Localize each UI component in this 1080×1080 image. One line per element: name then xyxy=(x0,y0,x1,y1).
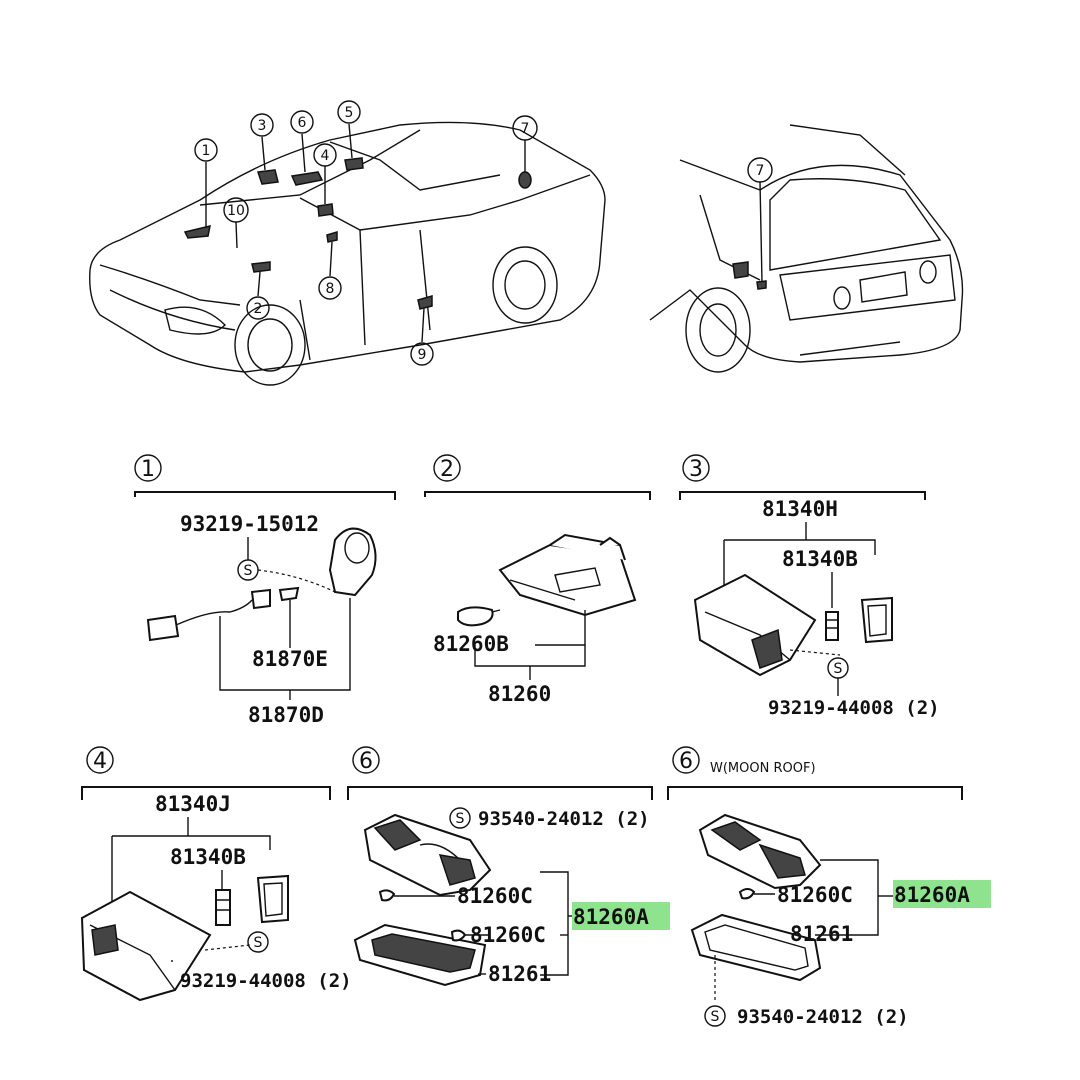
screw-icon-label: S xyxy=(834,661,843,677)
svg-text:81340B: 81340B xyxy=(782,547,858,571)
panel-2: 2 81260B 81260 xyxy=(424,454,651,706)
panel-3: 3 81340H 81340B S 93219-44008 (2) xyxy=(679,454,940,719)
svg-text:4: 4 xyxy=(321,148,330,164)
svg-text:2: 2 xyxy=(440,457,454,482)
svg-text:93219-44008 (2): 93219-44008 (2) xyxy=(768,697,940,719)
screw-icon-label: S xyxy=(254,935,263,951)
front-car-illustration xyxy=(89,121,606,386)
screw-icon-label: S xyxy=(456,811,465,827)
svg-text:81870E: 81870E xyxy=(252,647,328,671)
overview-callout-4: 4 xyxy=(313,143,337,167)
svg-text:4: 4 xyxy=(93,749,107,774)
svg-text:81340H: 81340H xyxy=(762,497,838,521)
rear-callout-7: 7 xyxy=(747,157,773,183)
screw-icon-label: S xyxy=(244,563,253,579)
rear-car-illustration xyxy=(649,124,964,373)
svg-text:81340B: 81340B xyxy=(170,845,246,869)
overview-callout-2: 2 xyxy=(246,296,270,320)
svg-text:7: 7 xyxy=(521,121,530,137)
overview-callout-7: 7 xyxy=(512,115,538,141)
svg-text:6: 6 xyxy=(679,749,693,774)
svg-text:93540-24012 (2): 93540-24012 (2) xyxy=(737,1006,909,1028)
screw-icon xyxy=(247,931,269,953)
panel-6: 6 S 93540-24012 (2) 81260C 81260C 81261 … xyxy=(347,746,670,987)
part-81260A-right: 81260A xyxy=(894,883,970,907)
overview-callout-9: 9 xyxy=(410,342,434,366)
svg-text:93540-24012 (2): 93540-24012 (2) xyxy=(478,808,650,830)
overview-callout-1: 1 xyxy=(194,138,218,162)
svg-text:9: 9 xyxy=(418,347,427,363)
svg-text:81260: 81260 xyxy=(488,682,551,706)
svg-text:1: 1 xyxy=(141,457,155,482)
svg-text:81260C: 81260C xyxy=(470,923,546,947)
svg-text:81260C: 81260C xyxy=(777,883,853,907)
panel-1: 1 93219-15012 S 81870E 81870D xyxy=(134,454,396,727)
screw-icon-label: S xyxy=(711,1009,720,1025)
svg-text:81260B: 81260B xyxy=(433,632,509,656)
overview-callout-6: 6 xyxy=(290,110,314,134)
svg-text:81340J: 81340J xyxy=(155,792,231,816)
overview-callout-8: 8 xyxy=(318,276,342,300)
svg-text:8: 8 xyxy=(326,281,335,297)
highlight-81260A-left xyxy=(572,902,670,930)
svg-text:1: 1 xyxy=(202,143,211,159)
svg-text:81261: 81261 xyxy=(790,922,853,946)
svg-text:81260C: 81260C xyxy=(457,884,533,908)
panel-6-moon-roof: 6 W(MOON ROOF) 81260C 81260A 81261 S 935… xyxy=(667,746,991,1028)
svg-text:93219-44008 (2): 93219-44008 (2) xyxy=(180,970,352,992)
overview-callout-10: 10 xyxy=(223,197,249,223)
svg-text:7: 7 xyxy=(756,163,765,179)
screw-icon xyxy=(449,807,471,829)
svg-text:81261: 81261 xyxy=(488,962,551,986)
svg-text:10: 10 xyxy=(227,203,245,219)
screw-icon xyxy=(704,1005,726,1027)
svg-text:93219-15012: 93219-15012 xyxy=(180,512,319,536)
svg-text:81870D: 81870D xyxy=(248,703,324,727)
overview-callout-3: 3 xyxy=(250,113,274,137)
part-81260A-left: 81260A xyxy=(573,905,649,929)
svg-text:W(MOON ROOF): W(MOON ROOF) xyxy=(710,761,816,776)
svg-text:3: 3 xyxy=(258,118,267,134)
svg-text:5: 5 xyxy=(345,105,354,121)
svg-text:3: 3 xyxy=(689,457,703,482)
svg-text:6: 6 xyxy=(359,749,373,774)
overview-callout-5: 5 xyxy=(337,100,361,124)
svg-text:2: 2 xyxy=(254,301,263,317)
svg-text:6: 6 xyxy=(298,115,307,131)
highlight-81260A-right xyxy=(893,880,991,908)
panel-4: 4 81340J 81340B S 93219-44008 (2) xyxy=(80,746,352,1002)
